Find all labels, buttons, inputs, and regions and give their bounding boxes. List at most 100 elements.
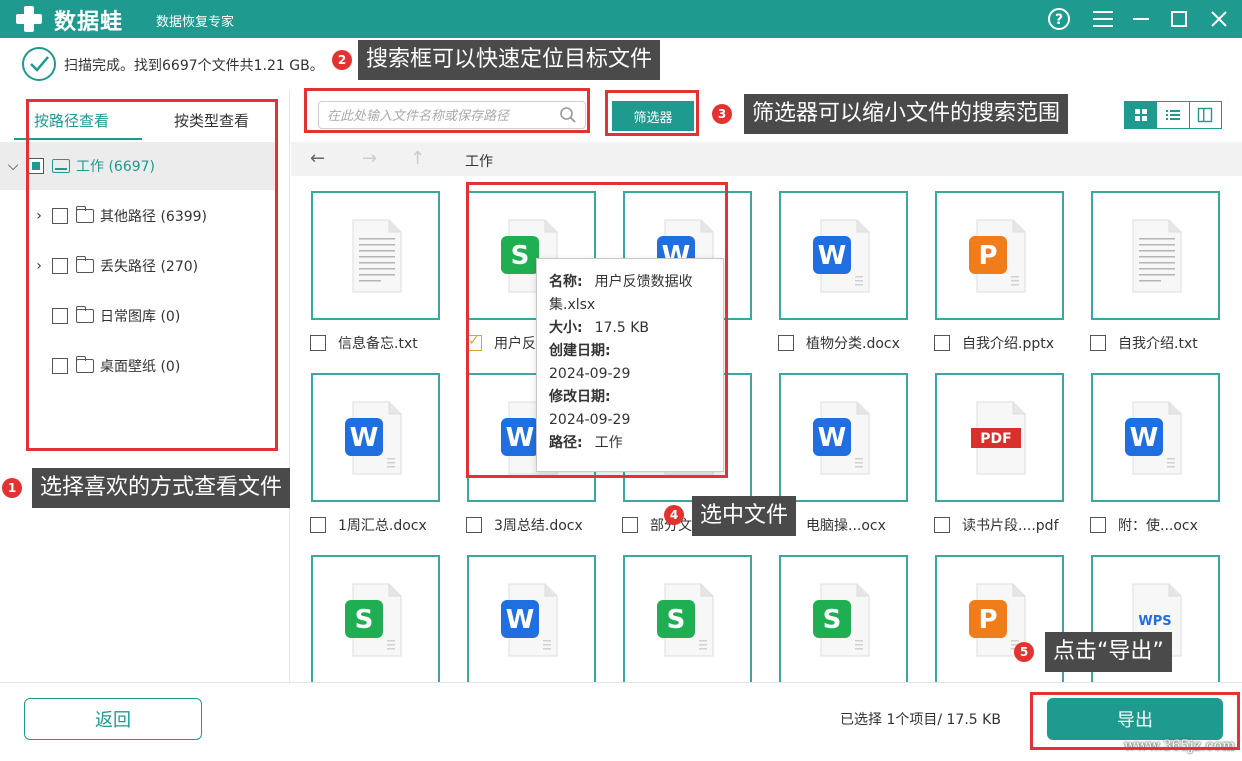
grid-view-icon[interactable]: [1125, 102, 1158, 128]
file-card[interactable]: S: [768, 544, 924, 682]
callout-select-file: 选中文件: [692, 496, 797, 536]
callout-badge: 5: [1014, 642, 1034, 662]
help-icon[interactable]: ?: [1046, 6, 1072, 32]
file-name: 读书片段....pdf: [962, 518, 1059, 534]
file-name: 自我介绍.pptx: [962, 336, 1054, 352]
back-arrow-icon[interactable]: ←: [310, 148, 326, 169]
file-card[interactable]: S: [300, 544, 456, 682]
back-button[interactable]: 返回: [24, 698, 202, 740]
tree-item-daily-gallery[interactable]: 日常图库 (0): [0, 292, 276, 340]
text-file-icon: [1132, 219, 1181, 292]
drive-icon: [52, 159, 70, 173]
tree-checkbox[interactable]: [52, 258, 68, 274]
logo-cross-icon: [16, 6, 42, 32]
file-name: 电脑操...ocx: [806, 518, 886, 534]
file-card[interactable]: P: [924, 544, 1080, 682]
tree-item-label: 工作 (6697): [76, 159, 156, 175]
file-label: 读书片段....pdf: [934, 515, 1084, 535]
file-icon-label: S: [354, 605, 373, 635]
up-arrow-icon[interactable]: ↑: [410, 148, 426, 169]
file-thumbnail[interactable]: PDF: [935, 373, 1064, 502]
tooltip-path-label: 路径:: [549, 435, 583, 451]
callout-export: 点击“导出”: [1045, 632, 1172, 672]
file-label: 1周汇总.docx: [310, 515, 460, 535]
file-card[interactable]: W: [456, 544, 612, 682]
search-input[interactable]: [327, 106, 555, 126]
filter-button[interactable]: 筛选器: [612, 101, 694, 131]
chevron-down-icon[interactable]: ⌵: [7, 158, 19, 174]
minimize-icon[interactable]: [1128, 6, 1154, 32]
file-thumbnail[interactable]: W: [779, 191, 908, 320]
file-checkbox[interactable]: [310, 517, 326, 533]
tree-checkbox[interactable]: [28, 158, 44, 174]
file-card[interactable]: S: [612, 544, 768, 682]
file-thumbnail[interactable]: [1091, 191, 1220, 320]
tree-checkbox[interactable]: [52, 208, 68, 224]
list-view-icon[interactable]: [1157, 102, 1190, 128]
file-name: 自我介绍.txt: [1118, 336, 1198, 352]
file-thumbnail[interactable]: W: [1091, 373, 1220, 502]
tree-item-desktop-wallpaper[interactable]: 桌面壁纸 (0): [0, 342, 276, 390]
file-icon-label: P: [978, 241, 997, 271]
callout-search: 搜索框可以快速定位目标文件: [358, 40, 661, 80]
file-thumbnail[interactable]: S: [779, 555, 908, 682]
file-checkbox[interactable]: [1090, 335, 1106, 351]
tooltip-size-value: 17.5 KB: [594, 320, 650, 336]
search-box[interactable]: [318, 101, 586, 129]
menu-icon[interactable]: [1090, 6, 1116, 32]
file-thumbnail[interactable]: W: [779, 373, 908, 502]
s-file-icon: S: [344, 583, 401, 656]
file-checkbox[interactable]: [466, 517, 482, 533]
file-name: 信息备忘.txt: [338, 336, 418, 352]
file-thumbnail[interactable]: [311, 191, 440, 320]
tree-item-work[interactable]: ⌵ 工作 (6697): [0, 142, 276, 190]
tab-by-path[interactable]: 按路径查看: [34, 112, 110, 130]
file-icon-label: W: [505, 423, 534, 453]
close-icon[interactable]: [1206, 6, 1232, 32]
file-checkbox[interactable]: [934, 517, 950, 533]
chevron-right-icon[interactable]: ›: [36, 258, 42, 274]
file-icon-label: P: [978, 605, 997, 635]
file-label: 附：使...ocx: [1090, 515, 1240, 535]
detail-view-icon[interactable]: [1189, 102, 1221, 128]
tree-checkbox[interactable]: [52, 308, 68, 324]
file-thumbnail[interactable]: W: [311, 373, 440, 502]
file-card[interactable]: P 自我介绍.pptx: [924, 180, 1080, 352]
file-checkbox[interactable]: [778, 335, 794, 351]
w-file-icon: W: [344, 401, 401, 474]
callout-badge: 4: [664, 505, 684, 525]
file-card[interactable]: PDF 读书片段....pdf: [924, 362, 1080, 534]
file-icon-label: W: [817, 241, 846, 271]
file-thumbnail[interactable]: S: [311, 555, 440, 682]
export-button[interactable]: 导出: [1047, 698, 1223, 740]
search-icon[interactable]: [559, 106, 577, 124]
file-icon-label: S: [666, 605, 685, 635]
tree-item-other-paths[interactable]: › 其他路径 (6399): [0, 192, 276, 240]
file-card[interactable]: W 电脑操...ocx: [768, 362, 924, 534]
text-file-icon: [352, 219, 401, 292]
file-checkbox[interactable]: [934, 335, 950, 351]
tab-by-type[interactable]: 按类型查看: [174, 112, 250, 130]
w-file-icon: W: [812, 219, 869, 292]
file-checkbox[interactable]: [622, 517, 638, 533]
file-thumbnail[interactable]: P: [935, 555, 1064, 682]
scan-status-text: 扫描完成。找到6697个文件共1.21 GB。: [64, 58, 324, 74]
maximize-icon[interactable]: [1166, 6, 1192, 32]
tooltip-modified-value: 2024-09-29: [549, 412, 631, 428]
file-card[interactable]: 信息备忘.txt: [300, 180, 456, 352]
file-checkbox[interactable]: [466, 333, 482, 351]
file-checkbox[interactable]: [1090, 517, 1106, 533]
chevron-right-icon[interactable]: ›: [36, 208, 42, 224]
tree-item-lost-paths[interactable]: › 丢失路径 (270): [0, 242, 276, 290]
forward-arrow-icon[interactable]: →: [362, 148, 378, 169]
breadcrumb: 工作: [465, 154, 493, 170]
tree-checkbox[interactable]: [52, 358, 68, 374]
file-thumbnail[interactable]: P: [935, 191, 1064, 320]
file-thumbnail[interactable]: W: [467, 555, 596, 682]
file-checkbox[interactable]: [310, 335, 326, 351]
file-thumbnail[interactable]: S: [623, 555, 752, 682]
file-card[interactable]: 自我介绍.txt: [1080, 180, 1236, 352]
